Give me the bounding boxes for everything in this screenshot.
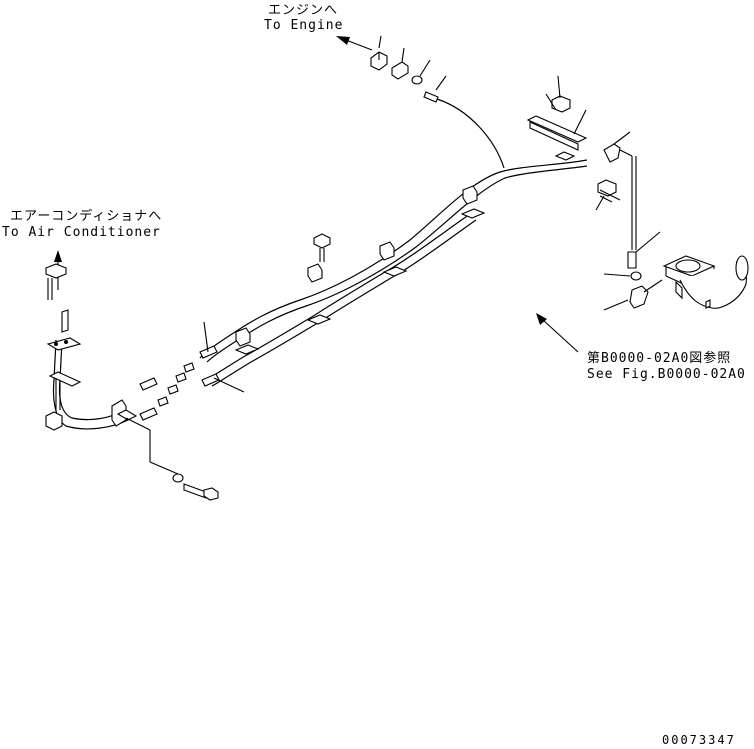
see-fig-en-label: See Fig.B0000-02A0 <box>587 367 746 382</box>
clamp-icon <box>460 185 486 219</box>
oring-icon <box>630 271 642 281</box>
center-bolt-icon <box>313 233 331 262</box>
clamp-icon <box>379 241 408 277</box>
to-ac-en-label: To Air Conditioner <box>2 225 161 240</box>
tube-assembly <box>52 98 588 430</box>
sleeve-icon <box>411 59 431 85</box>
engine-tube <box>436 98 505 169</box>
clamp-icon <box>234 327 260 355</box>
filter-housing-icon <box>662 255 749 309</box>
mount-plate-icon <box>46 337 82 351</box>
hose-end-icon <box>423 75 447 103</box>
ac-connector <box>45 263 82 431</box>
drawing-number: 00073347 <box>662 733 736 747</box>
see-fig-jp-label: 第B0000-02A0図参照 <box>587 350 731 366</box>
to-engine-arrow <box>336 36 373 51</box>
to-engine-en-label: To Engine <box>264 18 343 33</box>
left-bracket <box>111 399 219 501</box>
upper-tube <box>199 159 588 359</box>
engine-fittings <box>370 35 447 103</box>
union-fitting-icon <box>370 35 388 71</box>
see-fig-arrow <box>536 313 579 353</box>
to-engine-jp-label: エンジンへ <box>268 3 338 18</box>
clamp-icon <box>306 263 332 325</box>
elbow-fitting-icon <box>629 285 649 309</box>
right-bracket <box>526 75 663 311</box>
hose-joints <box>139 321 245 421</box>
to-ac-jp-label: エアーコンディショナへ <box>10 208 162 224</box>
washer-icon <box>172 473 184 483</box>
lower-tube <box>205 213 471 381</box>
tube-clamps <box>234 185 486 355</box>
bolt-icon <box>183 483 219 501</box>
nipple-fitting-icon <box>391 47 409 80</box>
hex-bolt-icon <box>45 411 63 431</box>
